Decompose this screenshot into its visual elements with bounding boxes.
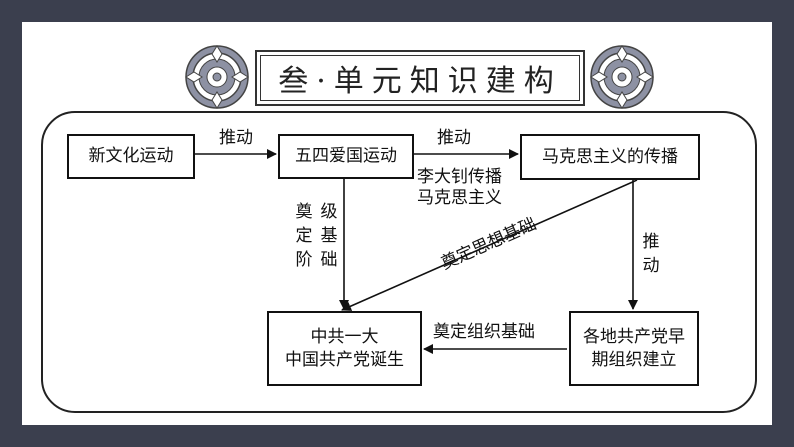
node-cpc-first-congress: 中共一大 中国共产党诞生 [267,311,422,386]
node-label: 马克思主义的传播 [542,146,678,167]
node-marxism-spread: 马克思主义的传播 [520,134,700,180]
node-label: 新文化运动 [88,146,174,166]
title-box: 叁·单元知识建构 [255,50,585,106]
label-push-1: 推动 [219,128,253,148]
label-push-vertical: 推动 [642,232,660,276]
ornament-right-icon [590,45,654,109]
node-label-line1: 中共一大 [310,326,379,347]
node-may-fourth-movement: 五四爱国运动 [278,134,414,179]
node-new-culture-movement: 新文化运动 [67,134,195,179]
diagram-arrows [195,149,638,354]
node-early-party-organizations: 各地共产党早 期组织建立 [569,311,699,386]
label-li-dazhao: 李大钊传播 马克思主义 [417,167,502,209]
node-label: 五四爱国运动 [295,146,397,166]
node-label-line2: 中国共产党诞生 [285,349,404,370]
label-class-base-col1: 奠定阶 [295,202,313,270]
node-label-line1: 各地共产党早 [583,326,685,347]
diagram-frame [41,111,757,413]
slide: 叁·单元知识建构 新文化运动 五四爱国运动 马克思主义的传播 中共一大 中国共产… [22,22,772,425]
label-push-2: 推动 [437,128,471,148]
ornament-left-icon [185,45,249,109]
arrow-marxism-to-congress [341,179,638,311]
label-li-dazhao-line2: 马克思主义 [417,188,502,208]
node-label-line2: 期组织建立 [591,349,677,370]
label-class-base-col2: 级基础 [320,202,338,270]
label-org-base: 奠定组织基础 [433,322,535,342]
label-li-dazhao-line1: 李大钊传播 [417,167,502,187]
